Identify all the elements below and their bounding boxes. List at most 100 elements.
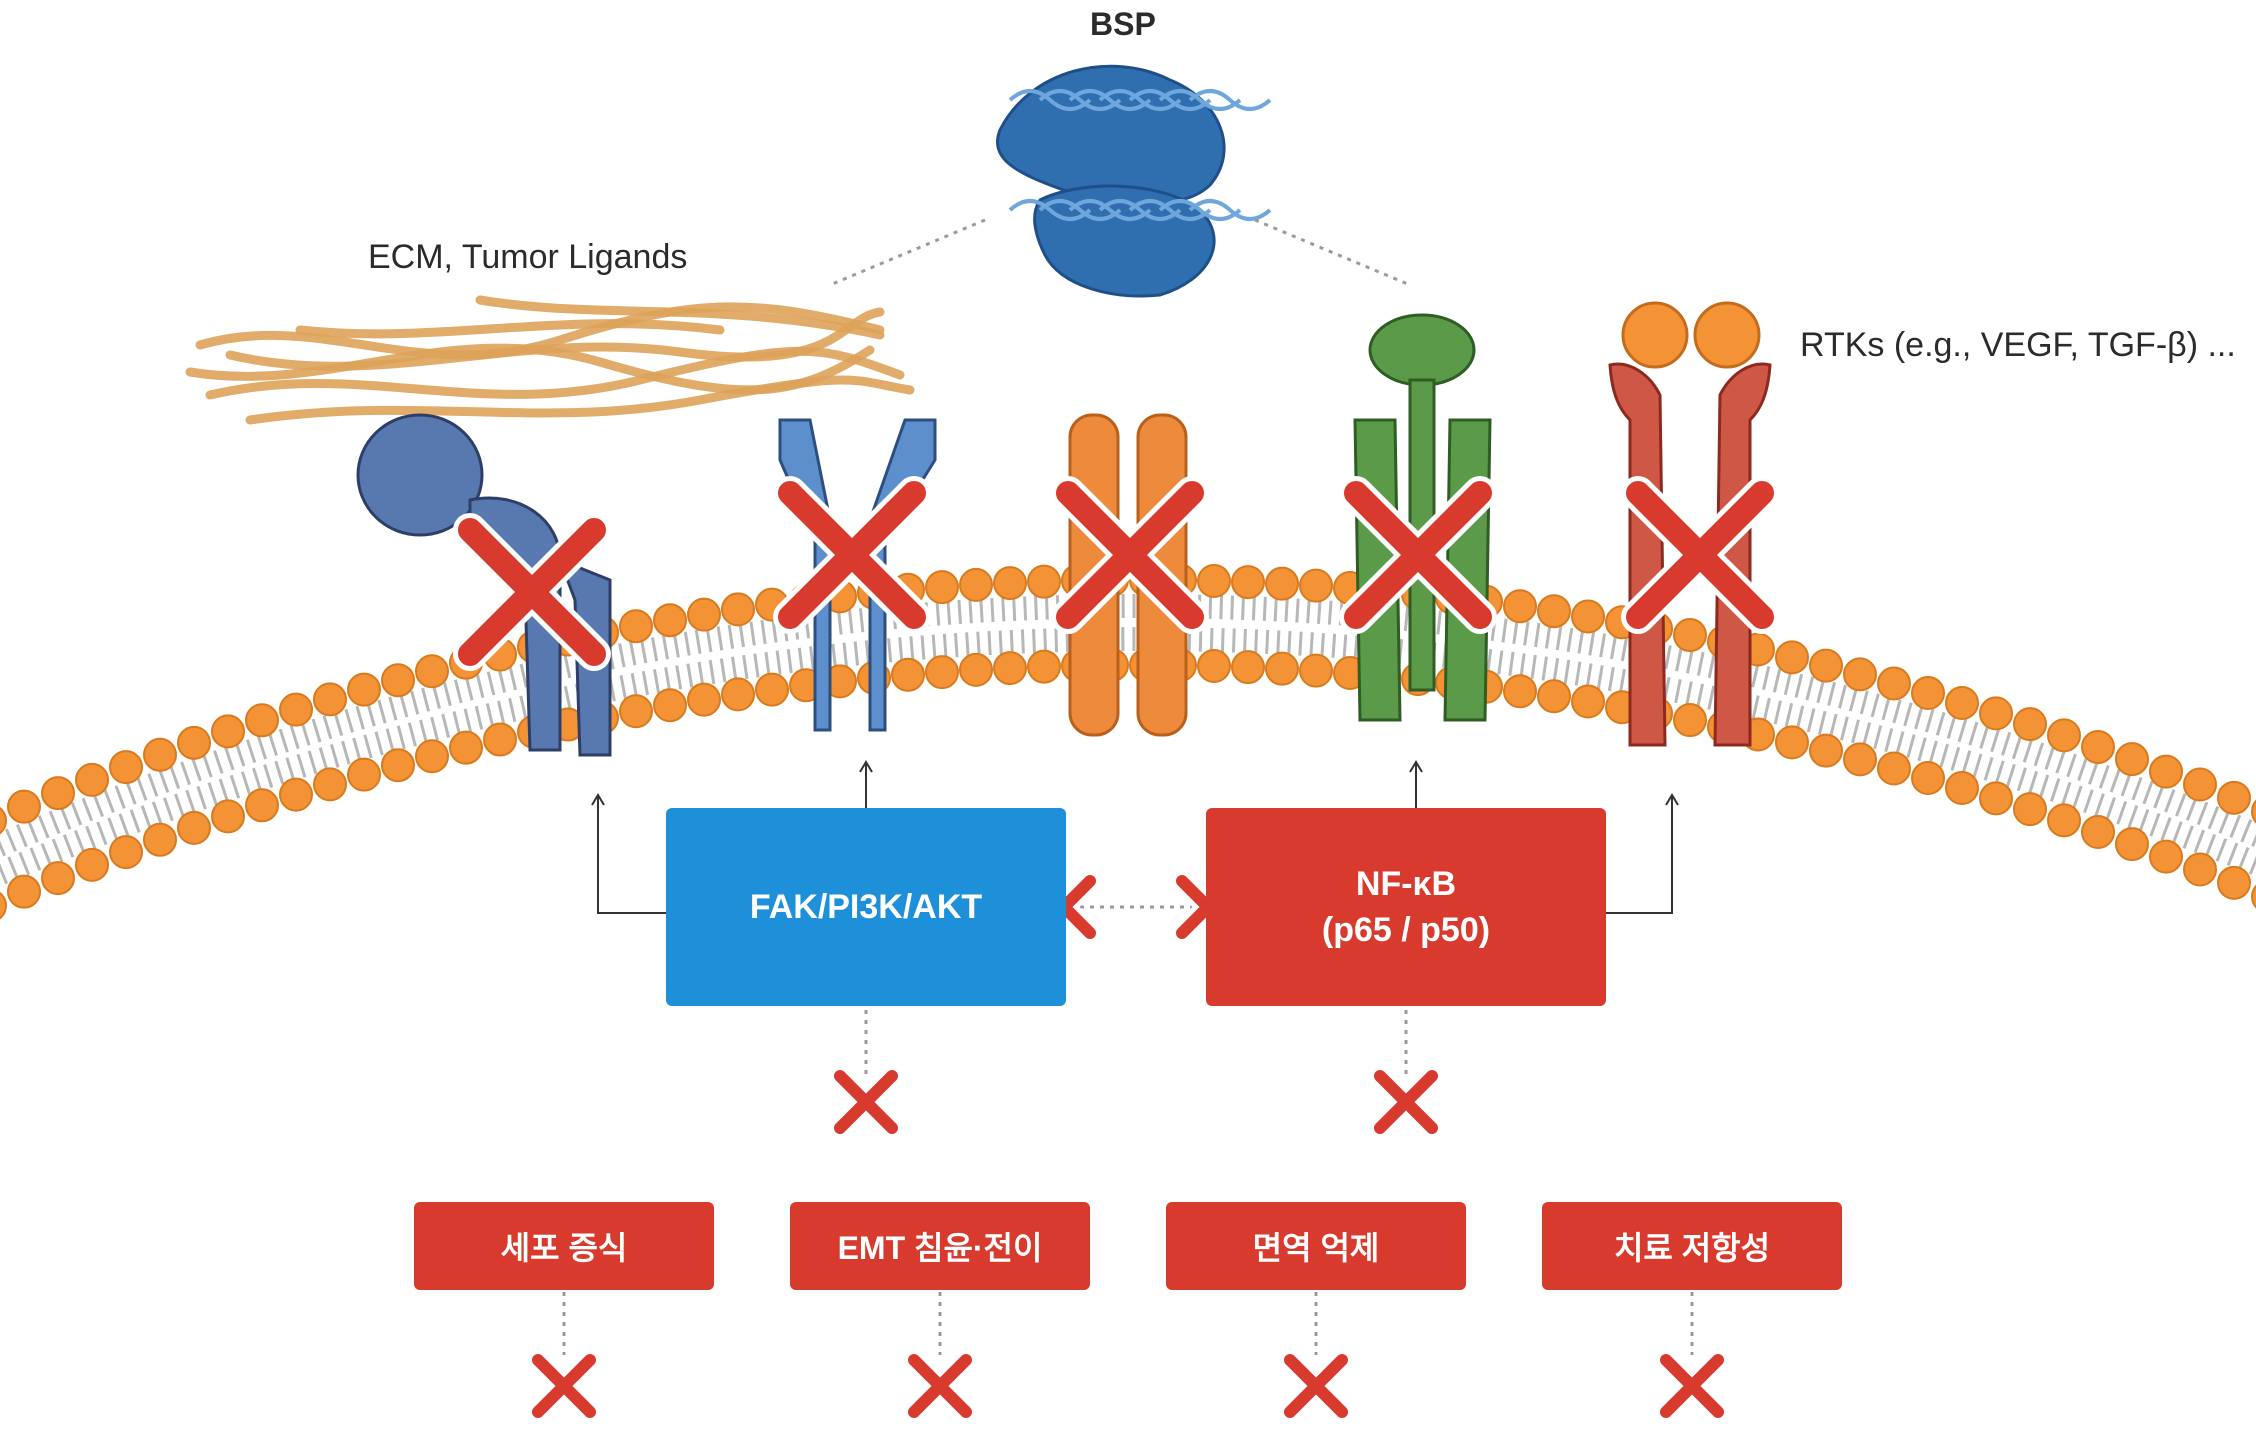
lipid-head [993, 566, 1027, 601]
lipid-tail [1501, 618, 1508, 643]
lipid-tail [278, 728, 289, 753]
lipid-tail [1827, 681, 1837, 706]
lipid-head [721, 677, 755, 712]
lipid-tail [2038, 774, 2050, 799]
lipid-tail [497, 668, 507, 693]
lipid-tail [652, 669, 661, 694]
lipid-tail [442, 682, 452, 707]
lipid-tail [1012, 596, 1017, 621]
lipid-tail [125, 781, 137, 805]
lipid-tail [7, 856, 20, 880]
lipid-tail [147, 773, 159, 797]
lipid-head [2251, 884, 2256, 909]
lipid-head [2149, 839, 2183, 874]
lipid-tail [1585, 663, 1593, 688]
lipid-tail [2196, 801, 2209, 826]
lipid-tail [4, 828, 17, 852]
lipid-tail [2215, 838, 2228, 862]
lipid-tail [311, 718, 322, 743]
cell-membrane [0, 563, 2256, 920]
lipid-tail [664, 667, 672, 692]
lipid-tail [1873, 725, 1883, 750]
lipid-tail [842, 642, 849, 667]
lipid-tail [1773, 700, 1782, 725]
lipid-tail [421, 687, 431, 712]
lipid-tail [1881, 696, 1891, 721]
lipid-tail [887, 638, 893, 663]
lipid-tail [2240, 819, 2253, 843]
lipid-head [2013, 707, 2047, 742]
lipid-tail [366, 702, 376, 727]
lipid-tail [1972, 753, 1983, 778]
lipid-tail [742, 654, 749, 680]
lipid-tail [753, 653, 760, 678]
lipid-head [1231, 650, 1265, 685]
lipid-tail [363, 734, 373, 759]
ecm-fiber-icon [185, 295, 915, 425]
lipid-tail [377, 699, 387, 724]
protein-strand [1068, 199, 1152, 221]
receptor-green-ligand [1368, 313, 1476, 387]
lipid-tail [727, 624, 735, 649]
lipid-head [1979, 696, 2013, 731]
lipid-head [245, 703, 279, 738]
lipid-head [1809, 733, 1843, 768]
lipid-head [1503, 674, 1537, 709]
lipid-tail [1317, 599, 1322, 624]
lipid-tail [267, 732, 278, 757]
lipid-head [1231, 565, 1265, 600]
lipid-head [245, 788, 279, 823]
lipid-tail [234, 742, 246, 767]
protein-strand [1038, 199, 1122, 221]
lipid-tail [1043, 628, 1048, 653]
lipid-head [1299, 653, 1333, 688]
lipid-head [959, 567, 993, 602]
lipid-tail [1298, 631, 1303, 656]
lipid-tail [1762, 666, 1771, 691]
lipid-tail [1209, 627, 1214, 652]
fak-pathway-box: FAK/PI3K/AKT [666, 808, 1066, 1006]
lipid-tail [563, 654, 572, 679]
arrow-up-icon [1665, 793, 1679, 806]
lipid-tail [1563, 659, 1571, 684]
lipid-tail [1664, 645, 1672, 670]
lipid-tail [1762, 697, 1771, 722]
lipid-tail [2049, 778, 2061, 802]
lipid-tail [831, 643, 837, 668]
dashed-connector [829, 218, 986, 287]
lipid-tail [15, 823, 28, 848]
lipid-tail [322, 715, 333, 740]
lipid-tail [2055, 749, 2066, 774]
lipid-tail [1306, 599, 1311, 624]
lipid-head [653, 688, 687, 723]
lipid-tail [2237, 846, 2250, 871]
lipid-tail [629, 641, 637, 666]
lipid-tail [29, 847, 42, 871]
lipid-tail [1273, 597, 1278, 622]
lipid-tail [2153, 784, 2165, 809]
lipid-tail [864, 640, 871, 665]
lipid-head [1877, 751, 1911, 786]
lipid-tail [180, 761, 191, 786]
lipid-tail [749, 621, 756, 646]
rtk-ligand [1621, 301, 1689, 369]
lipid-tail [935, 601, 941, 626]
lipid-tail [1620, 637, 1629, 662]
lipid-tail [352, 737, 362, 762]
lipid-tail [1309, 632, 1314, 657]
lipid-tail [1219, 595, 1224, 620]
lipid-tail [191, 757, 202, 782]
lipid-head [721, 592, 755, 627]
lipid-tail [683, 631, 691, 656]
lipid-head [891, 657, 925, 692]
rtks-label: RTKs (e.g., VEGF, TGF-β) ... [1800, 326, 2236, 364]
lipid-tail [70, 802, 83, 826]
lipid-head [2183, 852, 2217, 887]
arrow-line [1606, 795, 1673, 914]
lipid-tail [1588, 631, 1596, 656]
lipid-tail [240, 771, 252, 796]
lipid-tail [898, 637, 904, 662]
lipid-head [177, 810, 211, 845]
lipid-head [1027, 564, 1061, 599]
lipid-tail [1436, 610, 1442, 635]
